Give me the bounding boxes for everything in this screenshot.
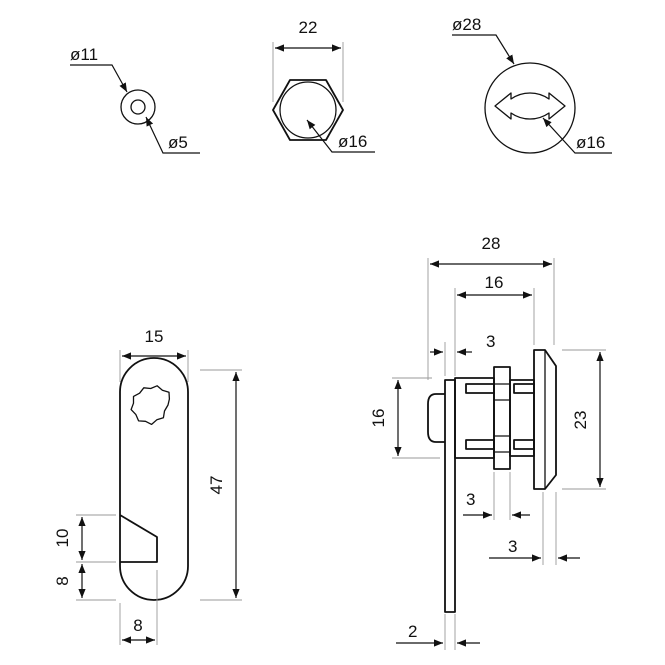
cam-length-label: 47 (207, 476, 226, 495)
side-thread-bottom-b (513, 439, 535, 450)
side-total-length-label: 28 (482, 234, 501, 253)
cam-view: 15 47 10 8 8 (53, 327, 242, 645)
cylinder-keyway (494, 92, 566, 120)
side-thread-bottom-a (465, 439, 495, 450)
side-thread-top-b (513, 383, 535, 394)
side-body (454, 377, 495, 459)
cylinder-outer-leader (452, 34, 515, 65)
cylinder-body-leader (542, 117, 612, 154)
side-nut (493, 366, 511, 470)
side-boss (427, 393, 445, 443)
cylinder-body-label: ø16 (576, 133, 605, 152)
side-thread-top-a (465, 383, 495, 394)
side-nut-width-label: 3 (466, 490, 475, 509)
cylinder-outer-circle (484, 62, 576, 154)
hex-nut-bore-leader (306, 119, 375, 153)
side-height-flange-label: 23 (571, 411, 590, 430)
washer-view: ø11 ø5 (70, 45, 200, 154)
cam-width-label: 15 (145, 327, 164, 346)
washer-inner-leader (145, 116, 200, 154)
cylinder-outer-label: ø28 (452, 15, 481, 34)
washer-inner-label: ø5 (168, 133, 188, 152)
cylinder-front-view: ø28 ø16 (452, 15, 612, 154)
cam-offset-label: 8 (53, 576, 72, 585)
washer-outer-label: ø11 (70, 45, 98, 64)
washer-outer-leader (70, 64, 128, 93)
side-cam-thickness-label: 2 (408, 622, 417, 641)
side-flange-label: 3 (508, 537, 517, 556)
hex-nut-bore-label: ø16 (338, 132, 367, 151)
cam-outline (119, 357, 189, 601)
cam-slot-label: 10 (53, 529, 72, 548)
cam-star-hole (130, 385, 171, 426)
side-body-length-label: 16 (485, 273, 504, 292)
hex-nut-width-label: 22 (299, 18, 318, 37)
side-height-small-label: 16 (369, 409, 388, 428)
hex-nut-view: 22 ø16 (272, 18, 375, 153)
lock-side-view: 28 16 3 16 23 3 3 (369, 234, 606, 650)
cam-tip-label: 8 (133, 616, 142, 635)
side-cam-plate (444, 379, 456, 613)
side-gap-label: 3 (486, 332, 495, 351)
hex-nut-bore (279, 81, 337, 139)
washer-outer-circle (120, 89, 156, 125)
hex-nut-outline (272, 79, 344, 141)
washer-inner-circle (130, 99, 146, 115)
